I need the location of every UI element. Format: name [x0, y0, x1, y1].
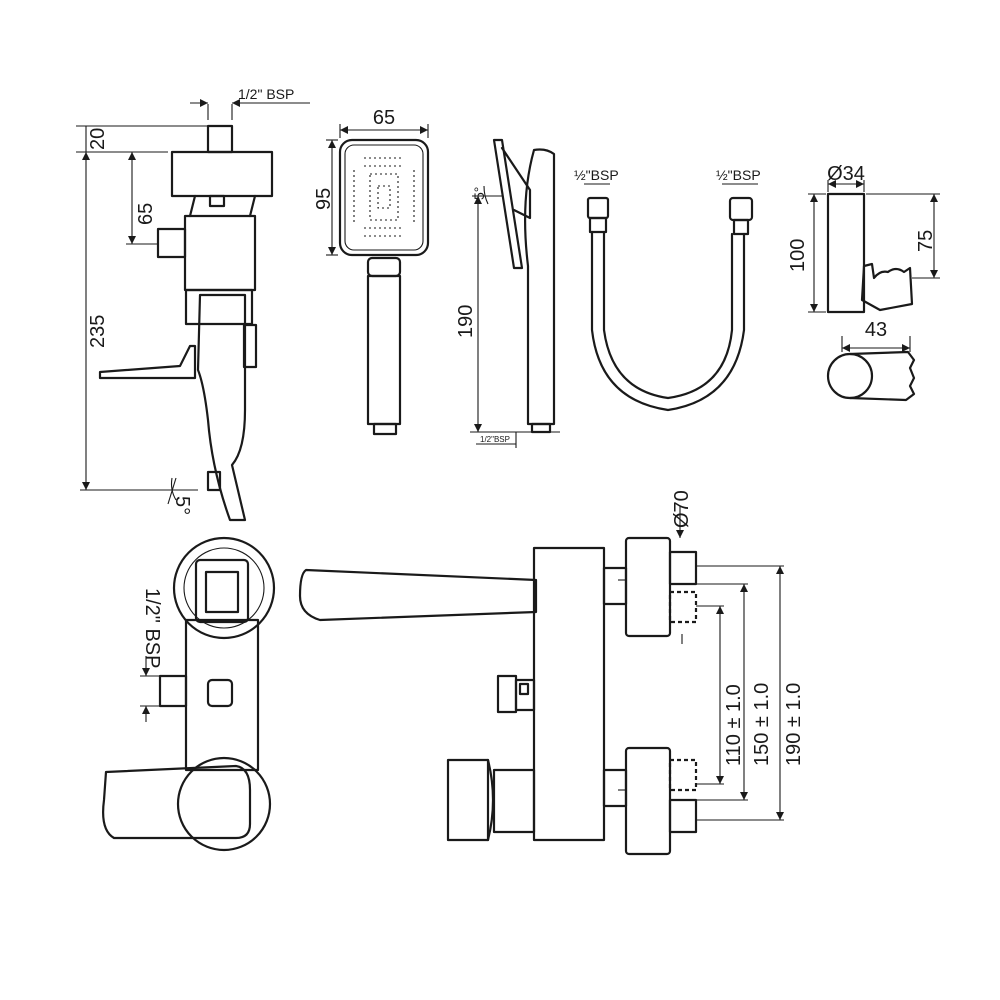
inlet-thread-label: 1/2" BSP — [238, 86, 294, 102]
head-width-label: 65 — [373, 107, 395, 129]
centers-150-label: 150 ± 1.0 — [751, 683, 773, 766]
height-65-label: 65 — [135, 203, 157, 225]
hose-thread-right-label: ½"BSP — [716, 167, 761, 183]
head-angle-label: 5° — [471, 187, 487, 200]
mixer-front-view — [102, 536, 276, 852]
centers-110-label: 110 ± 1.0 — [723, 684, 745, 766]
front-inlet-thread-label: 1/2" BSP — [141, 588, 163, 668]
centers-190-label: 190 ± 1.0 — [783, 683, 805, 766]
hose-thread-left-label: ½"BSP — [574, 167, 619, 183]
holder-width-label: 43 — [865, 319, 887, 341]
holder-hook-height-label: 75 — [915, 230, 937, 252]
holder-diameter-label: Ø34 — [827, 163, 865, 185]
mixer-side-view — [76, 99, 310, 522]
flange-diameter-label: Ø70 — [671, 490, 693, 528]
mixer-top-view — [298, 506, 784, 856]
handshower-length-label: 190 — [455, 305, 477, 338]
shower-holder-view — [808, 180, 940, 402]
height-235-label: 235 — [87, 315, 109, 348]
hose-view — [584, 183, 758, 412]
handshower-thread-label: 1/2"BSP — [480, 435, 510, 444]
height-20-label: 20 — [87, 128, 109, 150]
head-height-label: 95 — [313, 188, 335, 210]
spout-angle-label: 5° — [171, 496, 193, 515]
handshower-front-view — [326, 124, 430, 436]
handshower-side-view — [470, 138, 560, 448]
holder-height-label: 100 — [787, 239, 809, 272]
